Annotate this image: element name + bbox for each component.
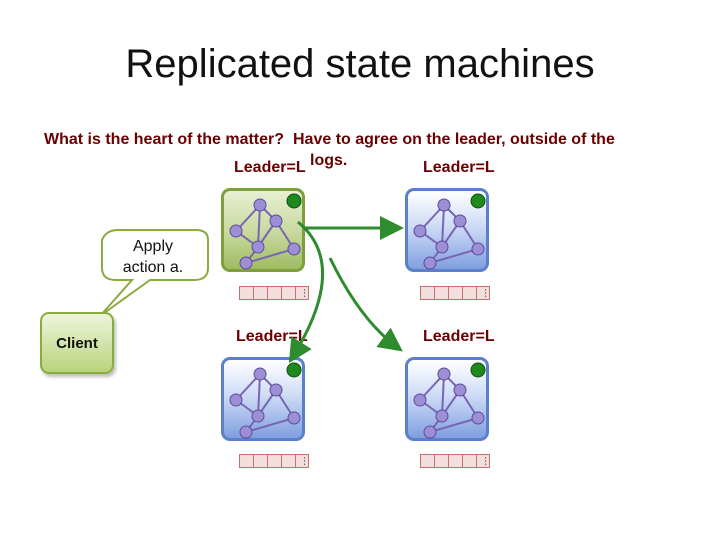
bubble-line2: action a. — [122, 259, 184, 276]
replica-node-bottom-right — [405, 357, 489, 441]
question-text: What is the heart of the matter? — [44, 131, 285, 148]
replica-node-top-right — [405, 188, 489, 272]
leader-label-bottom-right: Leader=L — [423, 328, 495, 345]
arrow-to-bottom-right — [328, 257, 403, 352]
answer-text-line2: logs. — [310, 152, 348, 169]
log-ellipsis: … — [295, 286, 312, 300]
bubble-text: Apply action a. — [100, 236, 206, 278]
bubble-line1: Apply — [132, 238, 174, 255]
slide-title: Replicated state machines — [125, 42, 595, 86]
client-box[interactable]: Client — [40, 312, 114, 374]
state-machine-graph-icon — [229, 362, 302, 439]
answer-text-line1: Have to agree on the leader, outside of … — [293, 131, 615, 148]
arrow-to-bottom-left — [288, 220, 325, 364]
log-bottom-left: … — [239, 454, 312, 468]
log-ellipsis: … — [476, 286, 493, 300]
client-label: Client — [56, 335, 98, 352]
state-machine-graph-icon — [413, 193, 486, 270]
state-machine-graph-icon — [229, 193, 302, 270]
log-ellipsis: … — [476, 454, 493, 468]
state-machine-graph-icon — [413, 362, 486, 439]
replica-node-bottom-left — [221, 357, 305, 441]
leader-label-top-left: Leader=L — [234, 159, 306, 176]
log-bottom-right: … — [420, 454, 493, 468]
log-ellipsis: … — [295, 454, 312, 468]
log-top-right: … — [420, 286, 493, 300]
replica-node-leader — [221, 188, 305, 272]
leader-label-top-right: Leader=L — [423, 159, 495, 176]
log-top-left: … — [239, 286, 312, 300]
